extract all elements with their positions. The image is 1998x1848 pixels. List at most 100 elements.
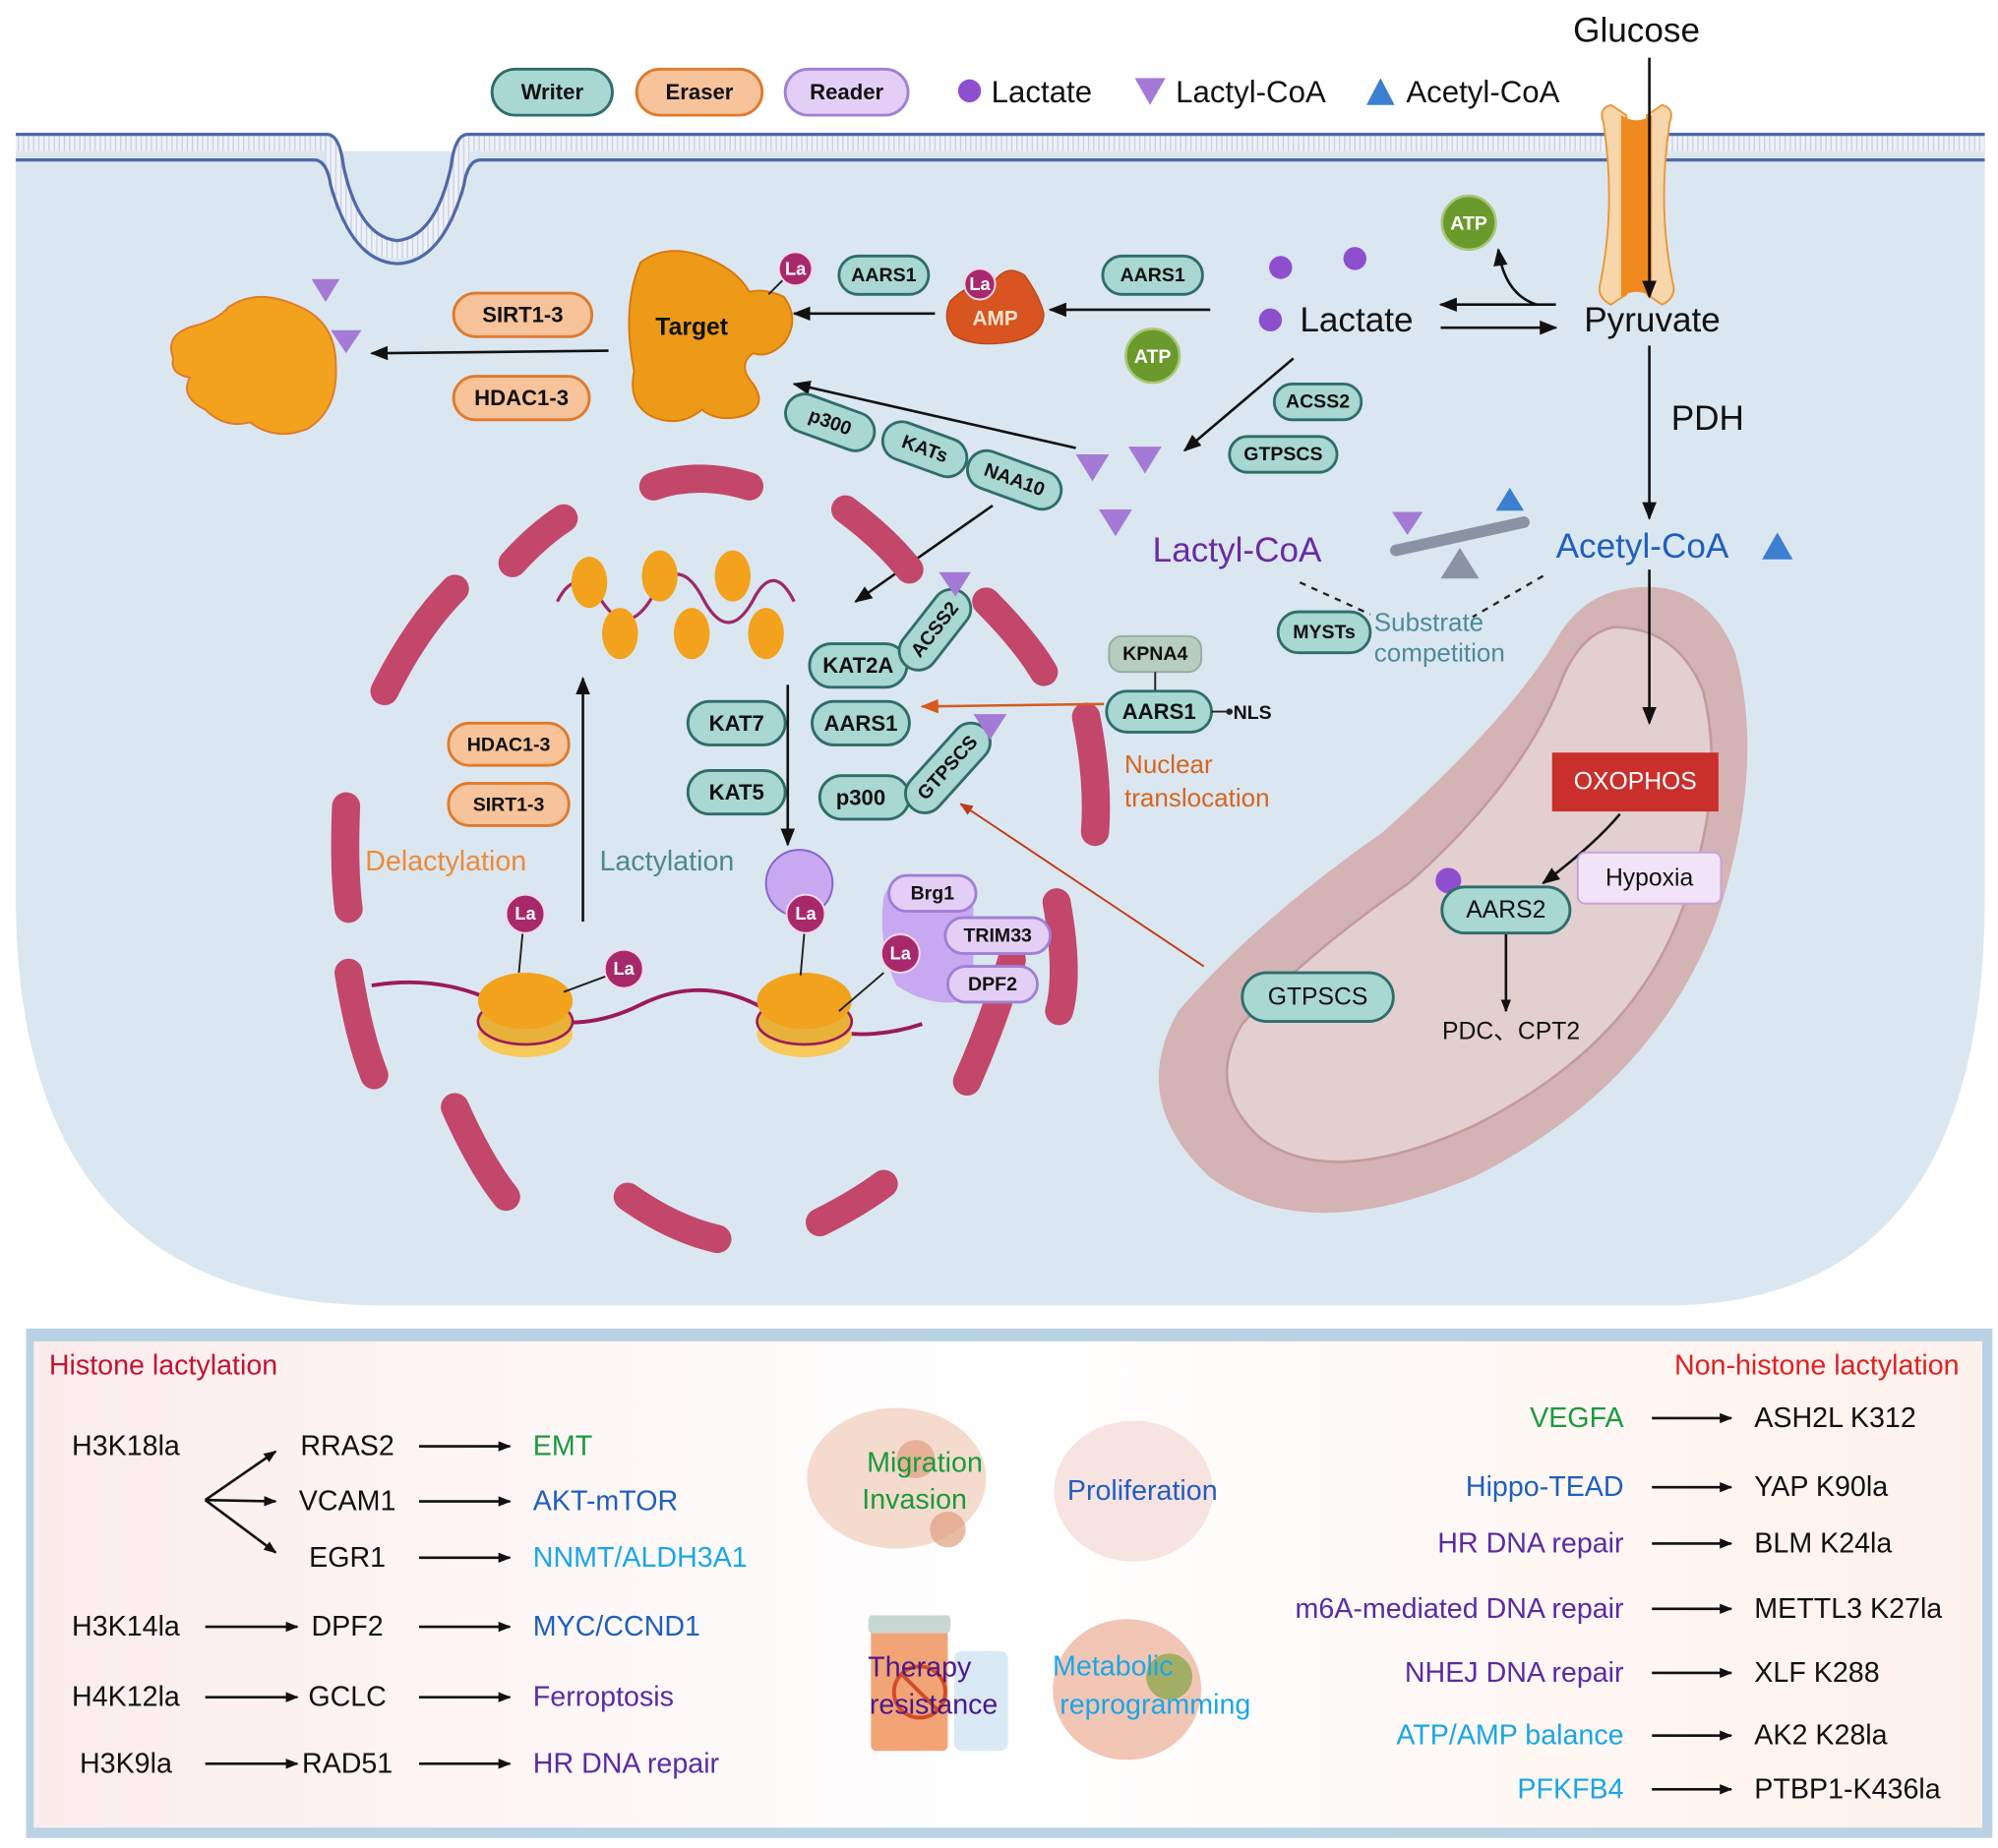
- lactyl-coa-triangle-icon: [1134, 78, 1166, 105]
- substrate-competition-label: competition: [1374, 638, 1505, 668]
- aars1-writer: [1101, 254, 1204, 296]
- non-histone-row: Hippo-TEAD YAP K90la: [1466, 1471, 1888, 1503]
- svg-text:reprogramming: reprogramming: [1060, 1689, 1250, 1720]
- legend-reader: Reader: [783, 67, 910, 117]
- non-histone-site: METTL3 K27la: [1754, 1593, 1942, 1625]
- hdac-label: HDAC1-3: [474, 386, 569, 410]
- acetyl-coa-label: Acetyl-CoA: [1556, 527, 1729, 566]
- histone-target: RRAS2: [300, 1431, 394, 1462]
- non-histone-row: HR DNA repair BLM K24la: [1437, 1527, 1892, 1559]
- arrow-icon: [205, 1496, 277, 1507]
- lactate-molecule-icon: [1343, 247, 1366, 270]
- sirt-eraser: [452, 291, 594, 338]
- oxophos-label: OXOPHOS: [1574, 769, 1697, 796]
- kat7-writer: [686, 699, 787, 746]
- acss2-writer: [1272, 382, 1363, 422]
- kat7-label: KAT7: [709, 711, 764, 736]
- legend-lactate-label: Lactate: [992, 75, 1092, 109]
- aars1-label: AARS1: [851, 265, 916, 286]
- svg-text:Metabolic: Metabolic: [1053, 1650, 1174, 1682]
- nuclear-envelope: [331, 464, 1111, 1254]
- acss2-label: ACSS2: [1286, 391, 1350, 413]
- non-histone-site: BLM K24la: [1754, 1527, 1892, 1559]
- hypoxia-box: [1576, 851, 1723, 905]
- histone-mark: H4K12la: [72, 1682, 180, 1713]
- kat5-label: KAT5: [709, 780, 764, 805]
- dpf2-label: DPF2: [968, 974, 1017, 995]
- nls-label: NLS: [1234, 702, 1272, 724]
- svg-text:Therapy: Therapy: [868, 1652, 972, 1684]
- pdh-label: PDH: [1671, 399, 1744, 438]
- svg-text:La: La: [515, 904, 536, 924]
- histone-effect: NNMT/ALDH3A1: [533, 1542, 748, 1574]
- mysts-label: MYSTs: [1293, 622, 1356, 643]
- non-histone-row: ATP/AMP balance AK2 K28la: [1396, 1720, 1887, 1752]
- non-histone-panel-title: Non-histone lactylation: [1674, 1350, 1960, 1382]
- non-histone-process: ATP/AMP balance: [1396, 1720, 1623, 1752]
- legend-reader-label: Reader: [810, 80, 883, 104]
- delactylated-protein-icon: [169, 295, 337, 436]
- hdac-nuclear-eraser: [447, 721, 571, 767]
- metabolic-reprogramming-phenotype: Metabolic reprogramming: [1053, 1619, 1250, 1760]
- acetyl-coa-triangle-icon: [1365, 78, 1395, 105]
- svg-text:Proliferation: Proliferation: [1067, 1475, 1218, 1507]
- non-histone-process: VEGFA: [1530, 1402, 1624, 1434]
- trim33-label: TRIM33: [963, 924, 1032, 946]
- non-histone-process: Hippo-TEAD: [1466, 1471, 1624, 1503]
- svg-text:AMP: AMP: [972, 308, 1017, 330]
- legend-lactyl-coa-label: Lactyl-CoA: [1176, 75, 1326, 109]
- gtpscs-writer: [1228, 435, 1339, 474]
- pyruvate-label: Pyruvate: [1584, 301, 1721, 339]
- lactate-molecule-icon: [1258, 308, 1283, 332]
- acetyl-coa-molecule-icon: [1762, 532, 1793, 560]
- svg-text:resistance: resistance: [870, 1689, 998, 1720]
- lactyl-coa-label: Lactyl-CoA: [1153, 531, 1322, 569]
- lactate-label: Lactate: [1300, 301, 1413, 339]
- delactylation-label: Delactylation: [365, 846, 526, 877]
- aars1-label: AARS1: [1122, 699, 1196, 724]
- svg-text:ATP: ATP: [1450, 213, 1487, 235]
- cell-membrane: [16, 133, 1985, 266]
- lactyl-coa-molecule-icon: [311, 278, 340, 303]
- non-histone-process: PFKFB4: [1517, 1773, 1623, 1805]
- atp-icon: ATP: [1440, 194, 1497, 252]
- non-histone-site: YAP K90la: [1754, 1471, 1888, 1503]
- lactate-dot-icon: [957, 79, 982, 103]
- kat5-writer: [686, 769, 787, 816]
- svg-text:La: La: [614, 959, 636, 979]
- lactyl-group-icon: [505, 893, 546, 934]
- histone-target: RAD51: [302, 1748, 393, 1779]
- svg-text:Migration: Migration: [867, 1447, 983, 1478]
- non-histone-process: NHEJ DNA repair: [1405, 1657, 1624, 1689]
- atp-icon: ATP: [1124, 328, 1181, 385]
- svg-text:La: La: [795, 904, 817, 924]
- non-histone-process: HR DNA repair: [1437, 1527, 1624, 1559]
- histone-effect: MYC/CCND1: [533, 1611, 700, 1642]
- histone-effect: EMT: [533, 1431, 592, 1462]
- lactyl-coa-molecule-icon: [1127, 447, 1162, 474]
- nucleosome-icon: [756, 973, 854, 1057]
- histone-mark: H3K9la: [80, 1748, 172, 1779]
- hdac-eraser: [452, 375, 591, 422]
- mysts-writer: [1276, 610, 1372, 655]
- legend: Writer Eraser Reader Lactate Lactyl-CoA …: [490, 67, 1560, 117]
- svg-text:La: La: [785, 259, 807, 278]
- histone-mark: H3K14la: [72, 1611, 180, 1642]
- lactyl-group-icon: [777, 251, 814, 287]
- lactyl-coa-molecule-icon: [1075, 453, 1110, 482]
- aars1-label: AARS1: [1120, 265, 1185, 286]
- non-histone-site: AK2 K28la: [1754, 1720, 1887, 1752]
- migration-invasion-phenotype: Migration Invasion: [807, 1407, 987, 1549]
- svg-text:La: La: [890, 944, 912, 964]
- legend-writer-label: Writer: [521, 80, 584, 104]
- lactate-molecule-icon: [1435, 867, 1462, 894]
- svg-text:La: La: [969, 274, 991, 294]
- lactate-molecule-icon: [1269, 256, 1293, 279]
